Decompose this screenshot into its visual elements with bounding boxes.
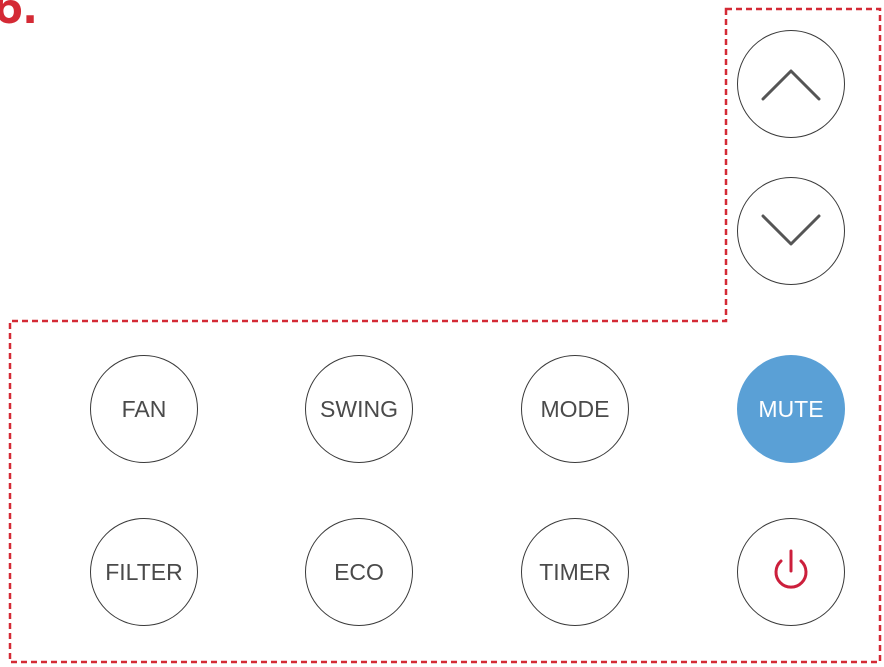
mute-button[interactable]: MUTE xyxy=(737,355,845,463)
fan-button[interactable]: FAN xyxy=(90,355,198,463)
up-button[interactable] xyxy=(737,30,845,138)
swing-button-label: SWING xyxy=(320,395,398,422)
power-button[interactable] xyxy=(737,518,845,626)
power-icon xyxy=(774,549,808,589)
timer-button-label: TIMER xyxy=(539,558,611,585)
step-number-label: 6. xyxy=(0,0,38,35)
eco-button-label: ECO xyxy=(334,558,384,585)
swing-button[interactable]: SWING xyxy=(305,355,413,463)
mute-button-label: MUTE xyxy=(758,395,824,422)
chevron-up-icon xyxy=(761,69,821,101)
filter-button-label: FILTER xyxy=(105,558,183,585)
fan-button-label: FAN xyxy=(121,395,167,422)
mode-button[interactable]: MODE xyxy=(521,355,629,463)
mode-button-label: MODE xyxy=(540,395,610,422)
timer-button[interactable]: TIMER xyxy=(521,518,629,626)
filter-button[interactable]: FILTER xyxy=(90,518,198,626)
down-button[interactable] xyxy=(737,177,845,285)
chevron-down-icon xyxy=(761,214,821,246)
eco-button[interactable]: ECO xyxy=(305,518,413,626)
